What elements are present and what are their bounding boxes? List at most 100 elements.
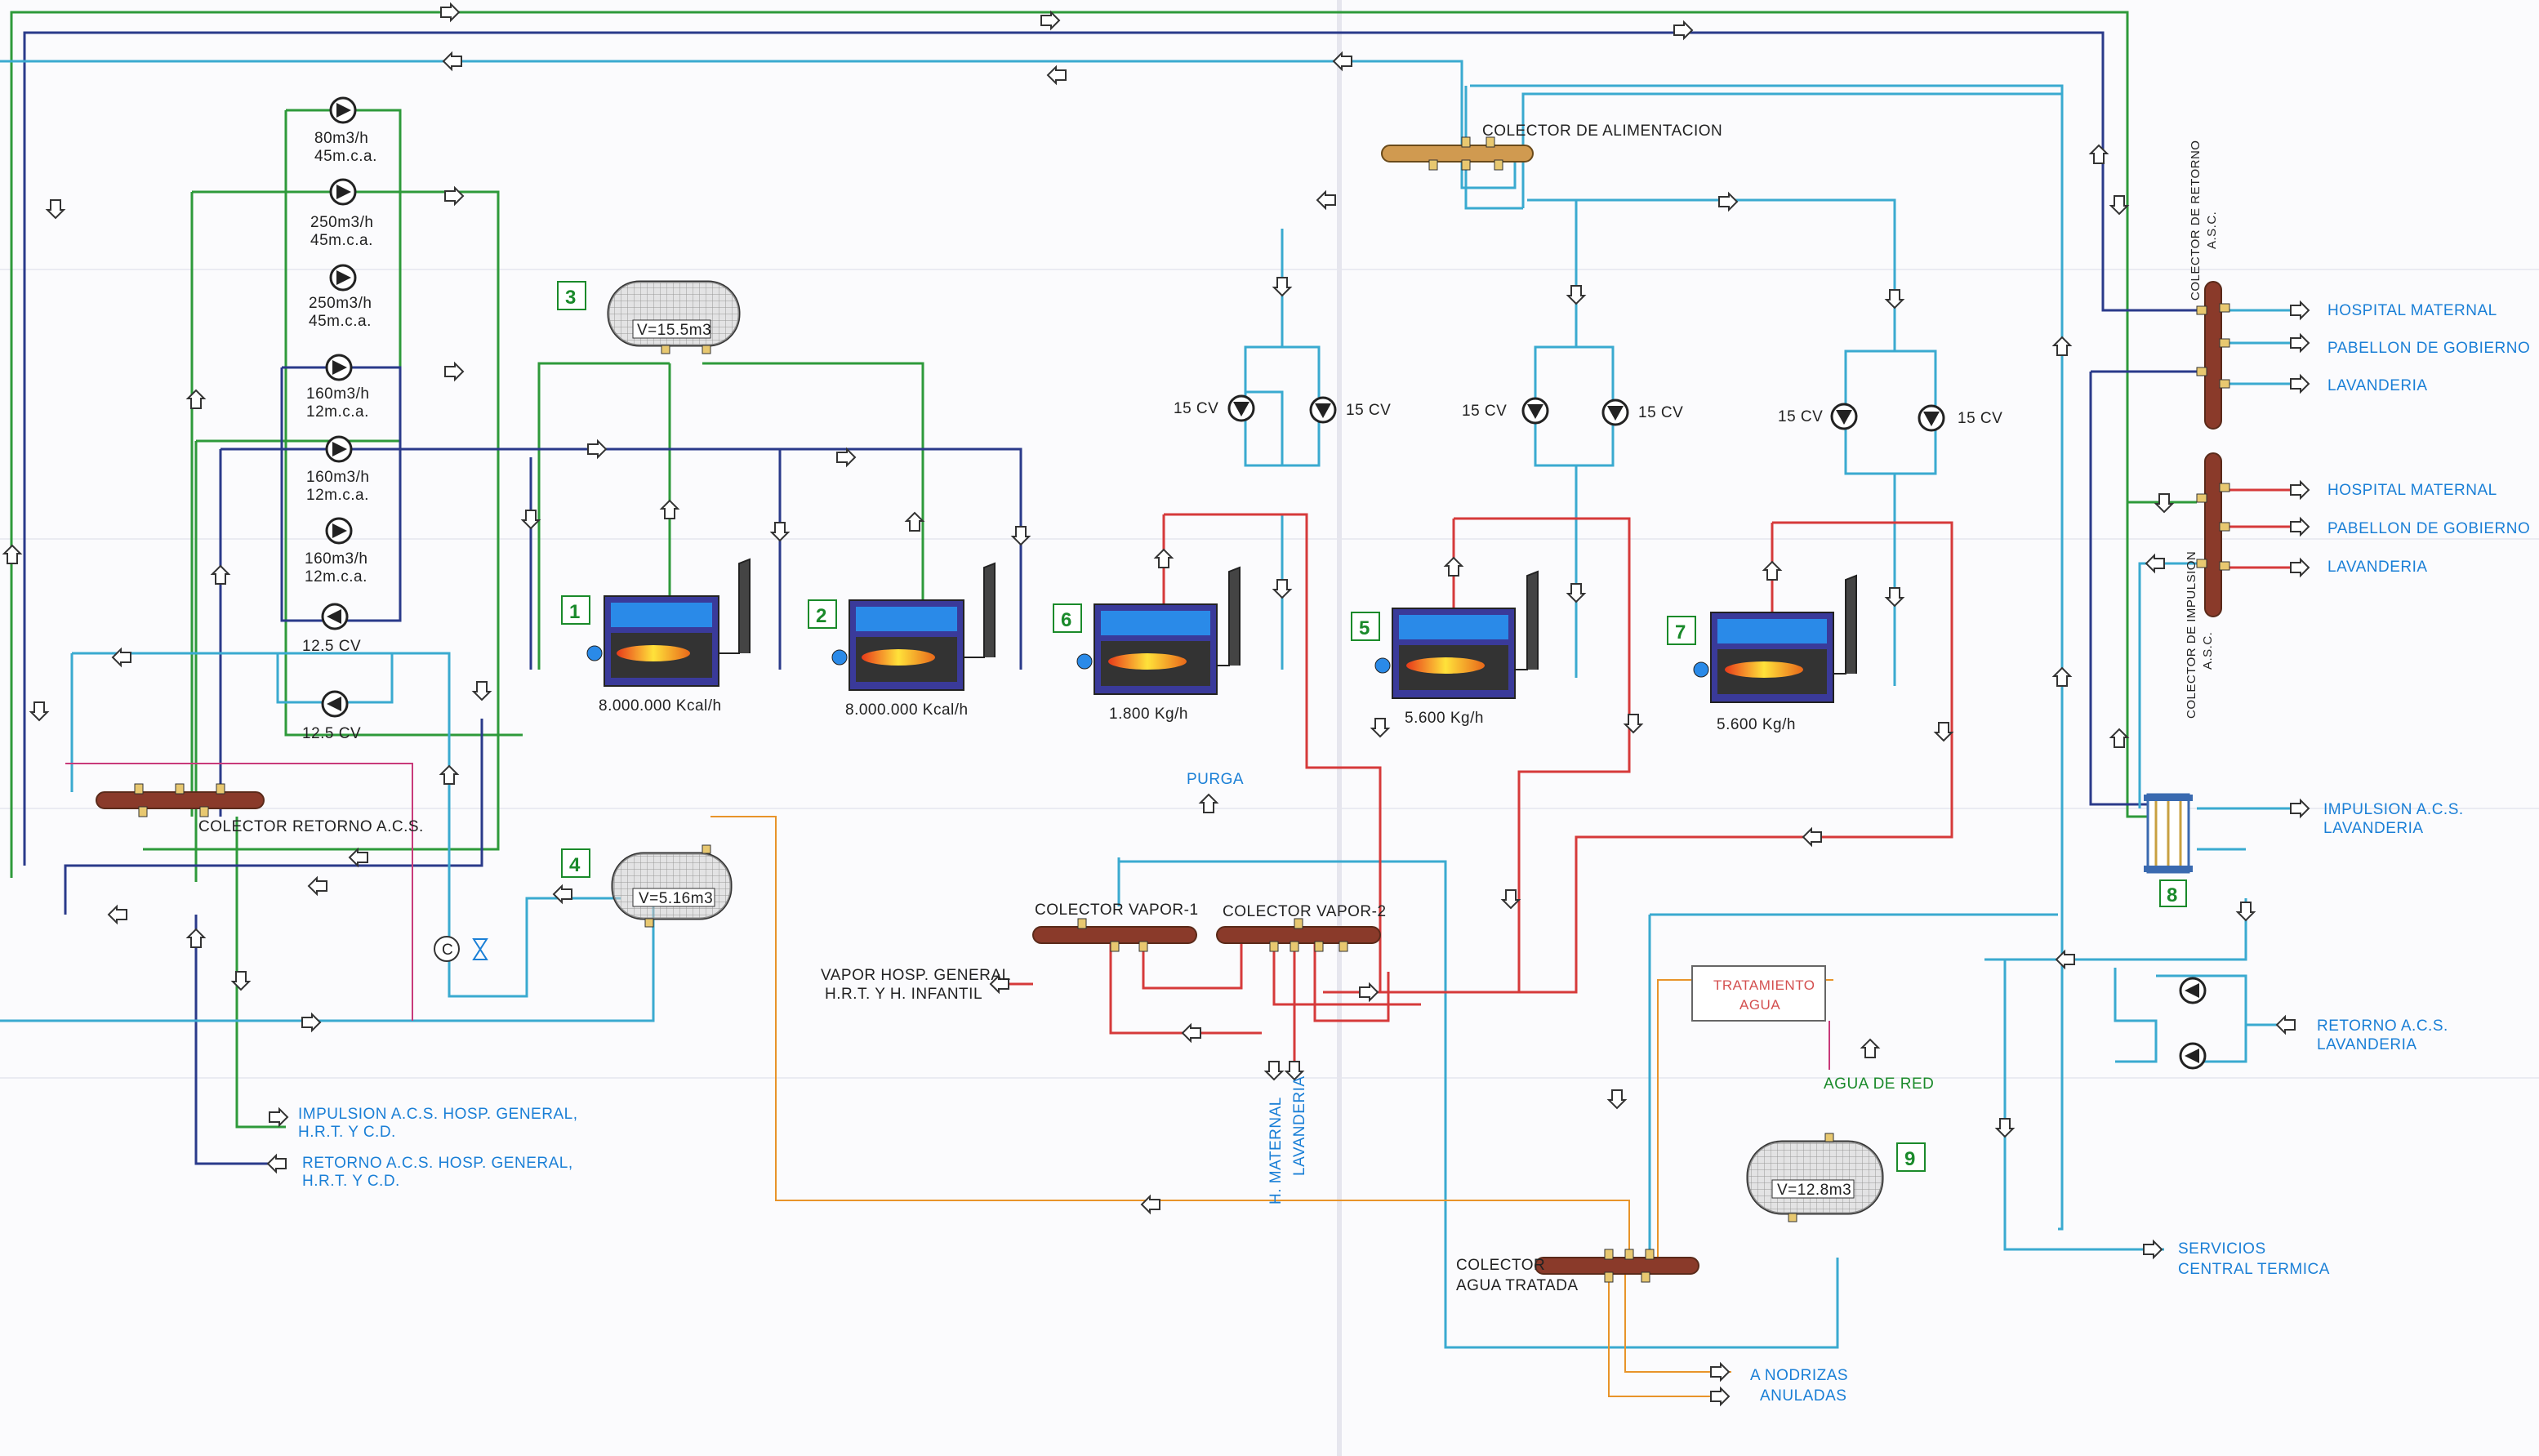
- feed-pump-4[interactable]: [1601, 399, 1629, 426]
- lavanderia-vertical: LAVANDERIA: [1291, 1075, 1308, 1176]
- return-pump-1[interactable]: [2179, 977, 2207, 1004]
- boiler-6-number: 6: [1061, 609, 1071, 631]
- impulsion-lav-label-1: IMPULSION A.C.S.: [2323, 801, 2464, 818]
- feed-pump-2-label: 15 CV: [1346, 402, 1391, 419]
- tank-3-volume: V=15.5m3: [637, 322, 711, 339]
- feed-pump-6-label: 15 CV: [1958, 410, 2002, 427]
- feed-pump-3[interactable]: [1521, 397, 1549, 425]
- exchanger-8-tag: [2159, 879, 2187, 907]
- tank-9[interactable]: V=12.8m3: [1746, 1133, 1884, 1222]
- pump-8[interactable]: [321, 690, 349, 718]
- agua-de-red-label: AGUA DE RED: [1824, 1075, 1934, 1093]
- servicios-label-1: SERVICIOS: [2178, 1240, 2266, 1258]
- boiler-2-capacity: 8.000.000 Kcal/h: [845, 701, 969, 719]
- collector-alimentacion[interactable]: [1381, 136, 1534, 171]
- heat-exchanger-8[interactable]: [2144, 793, 2193, 874]
- pump-1[interactable]: [329, 96, 357, 124]
- vapor-hosp-label-1: VAPOR HOSP. GENERAL: [821, 967, 1011, 984]
- pump-3-head: 45m.c.a.: [309, 313, 372, 330]
- pump-7[interactable]: [321, 603, 349, 630]
- pump-1-head: 45m.c.a.: [314, 148, 377, 165]
- pump-2-head: 45m.c.a.: [310, 232, 373, 249]
- boiler-1[interactable]: [586, 558, 751, 687]
- tank-3[interactable]: V=15.5m3: [607, 280, 741, 354]
- boiler-6[interactable]: [1076, 566, 1241, 695]
- feed-pump-1-label: 15 CV: [1174, 400, 1218, 417]
- purga-label: PURGA: [1187, 771, 1244, 788]
- output-pabellon-gobierno[interactable]: PABELLON DE GOBIERNO: [2327, 340, 2530, 357]
- tank-3-number: 3: [565, 287, 576, 309]
- boiler-7-number: 7: [1675, 621, 1686, 643]
- tank-9-number: 9: [1904, 1148, 1915, 1170]
- boiler-1-number: 1: [569, 601, 580, 623]
- left-pump-bank: 80m3/h 45m.c.a. 250m3/h 45m.c.a. 250m3/h…: [302, 96, 377, 742]
- output-hospital-maternal[interactable]: HOSPITAL MATERNAL: [2327, 302, 2497, 319]
- impulsion-lav-label-2: LAVANDERIA: [2323, 820, 2424, 837]
- collector-impulsion-asc[interactable]: [2196, 452, 2230, 617]
- collector-retorno-acs[interactable]: [96, 783, 265, 817]
- tratamiento-label-1: TRATAMIENTO: [1713, 977, 1815, 993]
- boiler-5-number: 5: [1359, 617, 1370, 639]
- agua-tratada-label-2: AGUA TRATADA: [1456, 1277, 1579, 1294]
- retorno-hosp-label-2: H.R.T. Y C.D.: [302, 1173, 400, 1190]
- feed-pump-2[interactable]: [1309, 396, 1337, 424]
- collector-agua-tratada[interactable]: [1535, 1249, 1699, 1283]
- pipes-cyan: [0, 60, 2303, 1349]
- boiler-5[interactable]: [1374, 570, 1539, 699]
- water-treatment-box[interactable]: TRATAMIENTO AGUA: [1691, 965, 1826, 1022]
- right-outputs-bottom: HOSPITAL MATERNAL PABELLON DE GOBIERNO L…: [2327, 482, 2530, 576]
- tank-4[interactable]: V=5.16m3: [611, 844, 733, 928]
- pump-5[interactable]: [325, 435, 353, 463]
- collector-retorno-asc-label-2: A.S.C.: [2205, 211, 2219, 249]
- feed-pump-3-label: 15 CV: [1462, 403, 1507, 420]
- control-c-symbol: C: [434, 936, 488, 962]
- pipes-red: [996, 488, 2303, 1074]
- pump-6-head: 12m.c.a.: [305, 568, 367, 586]
- retorno-lav-label-2: LAVANDERIA: [2317, 1036, 2417, 1053]
- retorno-hosp-label-1: RETORNO A.C.S. HOSP. GENERAL,: [302, 1155, 573, 1172]
- tank-4-tag: [561, 848, 590, 878]
- pump-7-label: 12.5 CV: [302, 638, 361, 655]
- output-hospital-maternal-2[interactable]: HOSPITAL MATERNAL: [2327, 482, 2497, 499]
- vapor-hosp-label-2: H.R.T. Y H. INFANTIL: [825, 986, 982, 1003]
- collector-vapor-1[interactable]: [1032, 918, 1197, 952]
- pipes-navy: [23, 31, 2221, 1165]
- collector-vapor-2[interactable]: [1216, 918, 1381, 952]
- pump-3-flow: 250m3/h: [309, 295, 372, 312]
- svg-text:C: C: [442, 942, 453, 959]
- tank-4-volume: V=5.16m3: [639, 890, 713, 907]
- pump-4[interactable]: [325, 354, 353, 381]
- collector-retorno-asc-label-1: COLECTOR DE RETORNO: [2189, 140, 2203, 301]
- collector-retorno-asc[interactable]: [2196, 281, 2230, 430]
- boiler-2[interactable]: [831, 562, 996, 691]
- boiler-5-tag: [1351, 612, 1380, 641]
- nodrizas-label-1: A NODRIZAS: [1750, 1367, 1848, 1384]
- output-pabellon-gobierno-2[interactable]: PABELLON DE GOBIERNO: [2327, 520, 2530, 537]
- feed-pump-6[interactable]: [1918, 404, 1945, 432]
- pump-2-flow: 250m3/h: [310, 214, 373, 231]
- pump-6[interactable]: [325, 517, 353, 545]
- feed-pump-4-label: 15 CV: [1638, 404, 1683, 421]
- return-pump-2[interactable]: [2179, 1042, 2207, 1070]
- feed-pump-5[interactable]: [1830, 403, 1858, 430]
- pump-4-head: 12m.c.a.: [306, 403, 369, 421]
- boiler-1-capacity: 8.000.000 Kcal/h: [599, 697, 722, 715]
- boiler-1-tag: [561, 595, 590, 625]
- tank-3-tag: [557, 281, 586, 310]
- collector-vapor-1-label: COLECTOR VAPOR-1: [1035, 902, 1199, 919]
- nodrizas-label-2: ANULADAS: [1760, 1387, 1846, 1405]
- collector-alimentacion-label: COLECTOR DE ALIMENTACION: [1482, 122, 1722, 140]
- pump-2[interactable]: [329, 178, 357, 206]
- boiler-7-capacity: 5.600 Kg/h: [1717, 716, 1796, 733]
- output-lavanderia[interactable]: LAVANDERIA: [2327, 377, 2428, 394]
- output-lavanderia-2[interactable]: LAVANDERIA: [2327, 559, 2428, 576]
- tank-4-number: 4: [569, 854, 581, 876]
- pump-4-flow: 160m3/h: [306, 385, 369, 403]
- boiler-7[interactable]: [1693, 574, 1857, 703]
- feed-pump-1[interactable]: [1227, 394, 1255, 422]
- pump-5-flow: 160m3/h: [306, 469, 369, 486]
- pump-3[interactable]: [329, 264, 357, 292]
